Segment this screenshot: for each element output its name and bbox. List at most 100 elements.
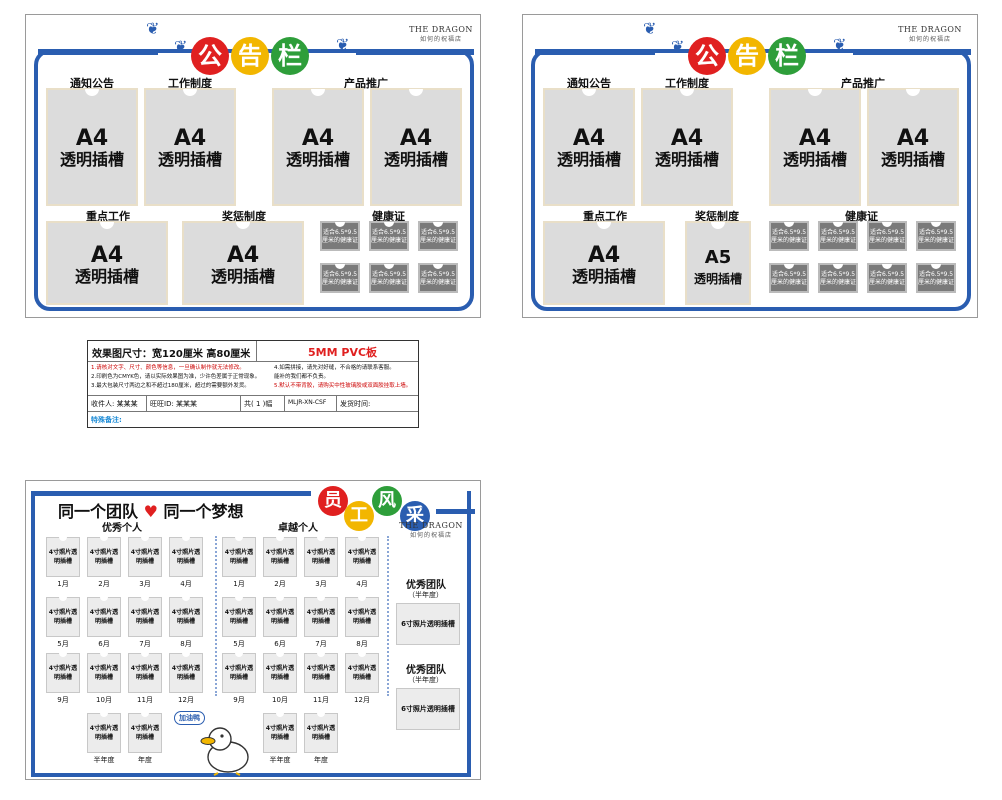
period-label: 半年度 <box>269 756 291 764</box>
photo-slot: 4寸照片透明插槽 <box>87 653 121 693</box>
month-label: 12月 <box>354 696 370 704</box>
photo-slot: 4寸照片透明插槽 <box>128 537 162 577</box>
photo-slot: 4寸照片透明插槽 <box>128 713 162 753</box>
health-cert-slot: 适合6.5*9.5厘米的健康证 <box>818 263 858 293</box>
health-cert-slot: 适合6.5*9.5厘米的健康证 <box>320 263 360 293</box>
slogan: 同一个团队 ♥ 同一个梦想 <box>58 502 244 521</box>
month-label: 4月 <box>180 580 192 588</box>
photo-slot: 4寸照片透明插槽 <box>87 597 121 637</box>
label-system: 工作制度 <box>168 77 212 90</box>
board-top-band <box>535 49 655 55</box>
photo-slot: 4寸照片透明插槽 <box>263 713 297 753</box>
divider <box>215 536 217 696</box>
label-system: 工作制度 <box>665 77 709 90</box>
team-photo-slot: 6寸照片透明插槽 <box>396 603 460 645</box>
photo-slot: 4寸照片透明插槽 <box>46 537 80 577</box>
month-label: 9月 <box>57 696 69 704</box>
photo-slot: 4寸照片透明插槽 <box>263 537 297 577</box>
month-label: 1月 <box>57 580 69 588</box>
staff-top-band <box>31 491 311 496</box>
butterfly-icon: ❦ <box>643 19 657 38</box>
heart-icon: ♥ <box>143 502 158 521</box>
spec-material: 5MM PVC板 <box>308 346 378 359</box>
photo-slot: 4寸照片透明插槽 <box>304 537 338 577</box>
photo-slot: 4寸照片透明插槽 <box>263 597 297 637</box>
health-cert-slot: 适合6.5*9.5厘米的健康证 <box>369 263 409 293</box>
bulletin-board-a: ❦ ❦ ❦ 公 告 栏 THE DRAGON 如何的祝福店 通知公告 工作制度 … <box>25 14 481 318</box>
team-title-1: 优秀团队 <box>406 580 446 591</box>
logo-main-text: THE DRAGON <box>409 25 473 34</box>
photo-slot: 4寸照片透明插槽 <box>128 597 162 637</box>
staff-top-band <box>436 509 475 514</box>
duck-mascot-icon <box>196 721 256 779</box>
label-reward: 奖惩制度 <box>695 210 739 223</box>
photo-slot: 4寸照片透明插槽 <box>169 537 203 577</box>
month-label: 3月 <box>315 580 327 588</box>
month-label: 1月 <box>233 580 245 588</box>
spec-remark: 特殊备注: <box>91 416 122 424</box>
photo-slot: 4寸照片透明插槽 <box>87 537 121 577</box>
photo-slot: 4寸照片透明插槽 <box>345 537 379 577</box>
logo-sub-text: 如何的祝福店 <box>908 36 951 43</box>
health-cert-slot: 适合6.5*9.5厘米的健康证 <box>418 221 458 251</box>
photo-slot: 4寸照片透明插槽 <box>345 597 379 637</box>
label-key-work: 重点工作 <box>583 210 627 223</box>
butterfly-icon: ❦ <box>146 19 160 38</box>
month-label: 4月 <box>356 580 368 588</box>
photo-slot: 4寸照片透明插槽 <box>304 597 338 637</box>
photo-slot: 4寸照片透明插槽 <box>345 653 379 693</box>
notes-right: 4.如需拼接，请先对好缝，不合格的请联系客服。 能补的我们都不负责。 5.默认不… <box>274 365 412 389</box>
staff-frame <box>31 491 471 777</box>
staff-board: 同一个团队 ♥ 同一个梦想 员 工 风 采 优秀个人 卓越个人 THE DRAG… <box>25 480 481 780</box>
month-label: 12月 <box>178 696 194 704</box>
photo-slot: 4寸照片透明插槽 <box>128 653 162 693</box>
company-logo: THE DRAGON 如何的祝福店 <box>406 25 476 43</box>
board-top-band <box>853 49 971 55</box>
photo-slot: 4寸照片透明插槽 <box>304 713 338 753</box>
bulletin-board-b: ❦ ❦ ❦ 公 告 栏 THE DRAGON 如何的祝福店 通知公告 工作制度 … <box>522 14 978 318</box>
butterfly-icon: ❦ <box>336 35 350 54</box>
month-label: 7月 <box>315 640 327 648</box>
spec-notes-row: 1.请核对文字、尺寸、颜色等信息，一旦确认制作就无法修改。 2.印刷色为CMYK… <box>88 361 418 396</box>
month-label: 11月 <box>137 696 153 704</box>
photo-slot: 4寸照片透明插槽 <box>46 653 80 693</box>
health-cert-slot: 适合6.5*9.5厘米的健康证 <box>867 221 907 251</box>
month-label: 9月 <box>233 696 245 704</box>
board-top-band <box>38 49 158 55</box>
notes-left: 1.请核对文字、尺寸、颜色等信息，一旦确认制作就无法修改。 2.印刷色为CMYK… <box>91 365 261 389</box>
staff-title-char-2: 工 <box>344 501 374 531</box>
photo-slot: 4寸照片透明插槽 <box>304 653 338 693</box>
month-label: 7月 <box>139 640 151 648</box>
logo-sub-text: 如何的祝福店 <box>419 36 462 43</box>
health-cert-slot: 适合6.5*9.5厘米的健康证 <box>867 263 907 293</box>
month-label: 5月 <box>233 640 245 648</box>
health-cert-slot: 适合6.5*9.5厘米的健康证 <box>769 221 809 251</box>
health-cert-slot: 适合6.5*9.5厘米的健康证 <box>916 263 956 293</box>
health-cert-slot: 适合6.5*9.5厘米的健康证 <box>916 221 956 251</box>
month-label: 8月 <box>180 640 192 648</box>
health-cert-slot: 适合6.5*9.5厘米的健康证 <box>320 221 360 251</box>
photo-slot: 4寸照片透明插槽 <box>263 653 297 693</box>
butterfly-icon: ❦ <box>671 37 685 56</box>
team-sub-2: （半年度） <box>408 676 443 684</box>
month-label: 2月 <box>274 580 286 588</box>
period-label: 年度 <box>138 756 152 764</box>
label-reward: 奖惩制度 <box>222 210 266 223</box>
month-label: 2月 <box>98 580 110 588</box>
spec-recipient-row: 收件人: 某某某 旺旺ID: 某某某 共( 1 )幅 MLJR-XN-CSF 发… <box>88 395 418 412</box>
board-top-band <box>356 49 474 55</box>
photo-slot: 4寸照片透明插槽 <box>222 597 256 637</box>
photo-slot: 4寸照片透明插槽 <box>87 713 121 753</box>
team-title-2: 优秀团队 <box>406 665 446 676</box>
photo-slot: 4寸照片透明插槽 <box>46 597 80 637</box>
spec-size: 效果图尺寸：宽120厘米 高80厘米 <box>92 349 251 360</box>
